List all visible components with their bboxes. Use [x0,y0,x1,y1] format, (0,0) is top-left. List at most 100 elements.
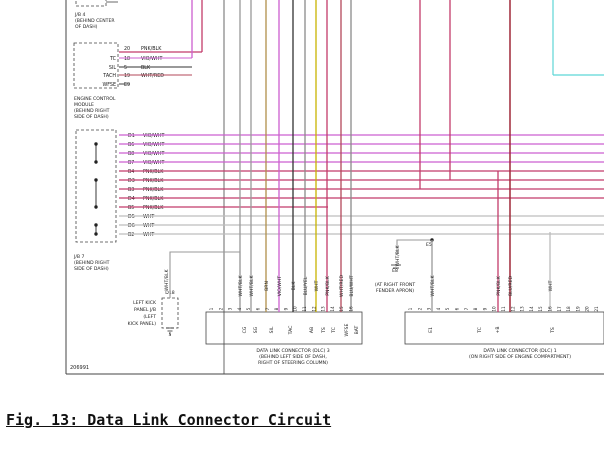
dlc3-connector [205,311,363,345]
dlc1-connector [404,311,604,345]
dlc1-pin-number: 17 [557,306,562,312]
ecm-pin-number: 20 [124,46,130,52]
jb7-wire-label: VIO/WHT [143,133,164,139]
jb7-pin-number: D3 [128,178,135,184]
jb7-label: (BEHIND RIGHT [74,260,110,266]
dlc3-pin-number: 8 [274,307,279,310]
dlc1-pin-number: 21 [594,306,599,312]
jb4-label: OF DASH) [75,24,98,30]
dlc1-terminal: TC [477,327,483,334]
dlc3-wire-label: BRN [264,281,270,291]
dlc1-wire-label: BLU/RED [508,276,514,296]
left-kick-wire-label: WHT/BLK [164,268,170,290]
ecm-connector [73,42,119,89]
jb7-pin-number: B8 [128,151,134,157]
jb7-pin-number: D6 [128,223,135,229]
dlc3-pin-number: 9 [283,307,288,310]
dlc1-pin-number: 8 [473,307,478,310]
dlc1-pin-number: 11 [501,306,506,312]
jb7-pin-number: B3 [128,187,134,193]
dlc3-pin-number: 11 [302,306,307,312]
jb4-box [75,0,107,7]
dlc1-pin-number: 16 [548,306,553,312]
dlc3-terminal: SG [253,326,259,333]
dlc3-terminal: TS [321,327,327,334]
dlc1-label: (ON RIGHT SIDE OF ENGINE COMPARTMENT) [469,354,571,360]
left-kick-label: (LEFT [143,314,156,320]
ecm-pin-name: SIL [109,65,116,71]
dlc1-wire-label: WHT [548,280,554,291]
dlc1-pin-number: 10 [492,306,497,312]
e8-location-label: FENDER APRON) [376,288,414,294]
dlc3-pin-number: 10 [293,306,298,312]
dlc1-pin-number: 15 [538,306,543,312]
dlc1-pin-number: 18 [566,306,571,312]
dlc3-wire-label: BLU/WHT [349,275,355,296]
ecm-label: MODULE [74,102,94,108]
jb4-label: J/B 4 [74,12,86,18]
left-kick-pin: 5 [169,332,172,338]
figure-caption: Fig. 13: Data Link Connector Circuit [6,411,332,429]
dlc3-wire-label: WHT/RED [339,275,345,297]
e8-ground-symbol [391,264,401,269]
left-kick-label: LEFT KICK [133,300,157,306]
e8-wire-label: WHT/BLK [395,244,401,266]
jb7-wire-label: VIO/WHT [143,142,164,148]
dlc3-wire-label: WHT/BLK [249,274,255,296]
splice-dot [94,205,98,209]
wire-wht-blk-e8 [396,239,432,255]
jb7-pin-number: B5 [128,205,134,211]
jb7-label: SIDE OF DASH) [74,266,109,272]
dlc3-pin-number: 7 [265,307,270,310]
ecm-pin-name: WFSE [103,82,117,88]
ecm-pin-number: 18 [124,56,130,62]
dlc3-terminal: SIL [269,326,275,333]
dlc3-label: DATA LINK CONNECTOR (DLC) 3 [256,348,329,354]
ground-symbol [166,327,174,335]
jb7-wire-label: VIO/WHT [143,160,164,166]
dlc3-pin-number: 12 [311,306,316,312]
dlc3-pin-number: 3 [228,307,233,310]
ecm-pin-name: TACH [102,73,116,79]
dlc3-terminal: TC [331,327,337,334]
left-kick-connector [161,297,179,329]
e8-location-label: (AT RIGHT FRONT [375,282,416,288]
ecm-label: ENGINE CONTROL [74,96,116,102]
jb7-pin-number: B6 [128,142,134,148]
ecm-pin-number: E9 [124,82,130,88]
ecm-pin-number: 5 [124,65,127,71]
ecm-pin-number: 19 [124,73,130,79]
dlc1-wire-label: WHT/BLK [430,274,436,296]
jb7-pin-number: D1 [128,133,135,139]
dlc1-pin-number: 5 [445,307,450,310]
dlc1-label: DATA LINK CONNECTOR (DLC) 1 [483,348,556,354]
e8-ref-label: E5 [426,242,432,248]
dlc1-pin-number: 1 [408,307,413,310]
jb7-wire-label: PNK/BLK [143,178,164,184]
jb7-wire-label: PNK/BLK [143,196,164,202]
dlc1-pin-number: 20 [585,306,590,312]
dlc3-pin-number: 1 [209,307,214,310]
dlc3-wire-label: VIO/WHT [277,276,283,297]
dlc1-terminal: +B [495,326,501,333]
dlc1-terminal: E1 [428,327,434,333]
splice-dot [94,142,98,146]
dlc1-pin-number: 7 [464,307,469,310]
dlc3-pin-number: 13 [321,306,326,312]
ecm-label: SIDE OF DASH) [74,114,109,120]
jb7-pin-number: B7 [128,160,134,166]
splice-dot [94,160,98,164]
dlc3-label: RIGHT OF STEERING COLUMN) [258,360,328,366]
dlc3-terminal: WFSE [344,323,350,336]
jb7-wire-label: VIO/WHT [143,151,164,157]
dlc1-wire-label: PNK/BLK [496,275,502,295]
dlc3-terminal: CG [242,326,248,333]
splice-dot [94,232,98,236]
dlc1-pin-number: 3 [427,307,432,310]
figure-id-label: 206991 [70,365,89,371]
jb7-wire-label: WHT [143,223,154,229]
dlc1-pin-number: 9 [482,307,487,310]
dlc3-pin-number: 15 [339,306,344,312]
jb7-pin-number: B4 [128,169,134,175]
